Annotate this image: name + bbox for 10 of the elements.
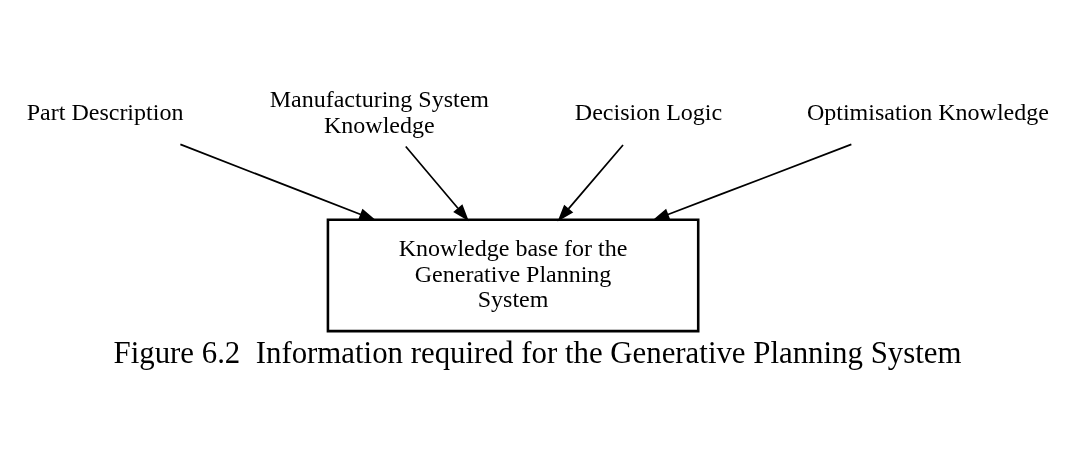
arrow bbox=[179, 143, 377, 221]
node-text: Manufacturing System Knowledge bbox=[269, 85, 490, 138]
node-text: Optimisation Knowledge bbox=[806, 98, 1049, 125]
caption: Figure 6.2 Information required for the Generative Planning System bbox=[113, 335, 962, 370]
node-text: Decision Logic bbox=[574, 98, 723, 125]
arrow bbox=[652, 143, 853, 220]
node-box: Knowledge base for the Generative Planning System bbox=[326, 217, 700, 332]
arrow bbox=[557, 143, 624, 222]
node-text: Part Description bbox=[26, 98, 184, 125]
arrow bbox=[404, 145, 469, 221]
